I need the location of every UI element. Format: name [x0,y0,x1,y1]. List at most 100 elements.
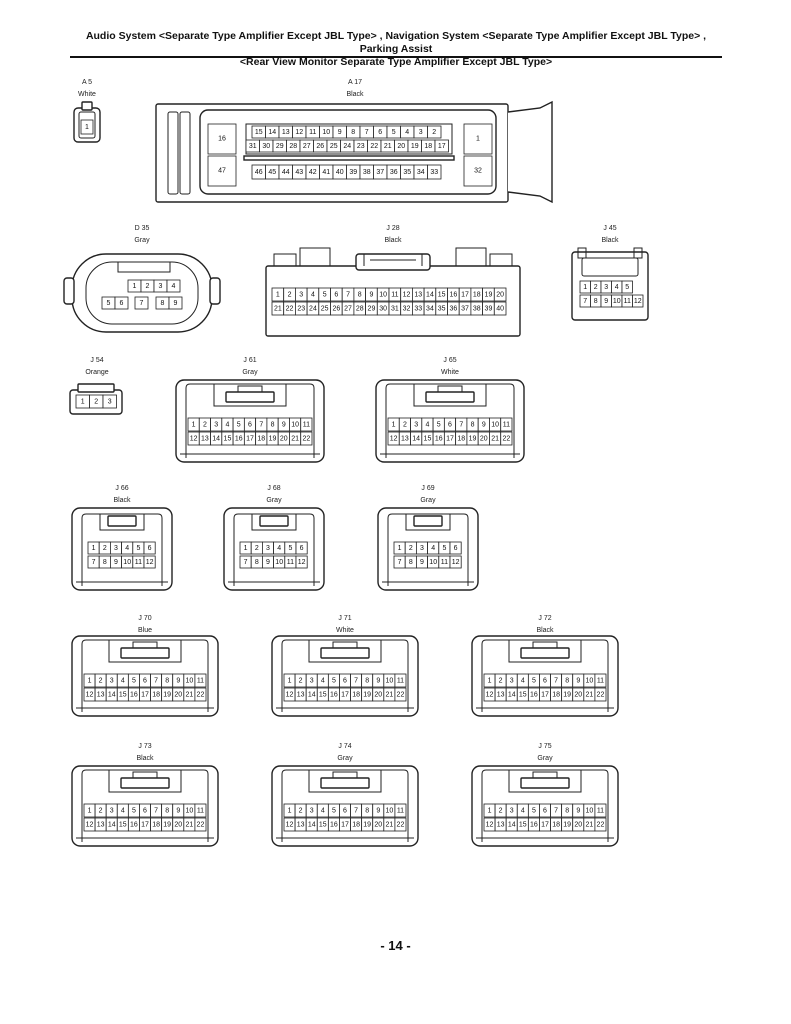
svg-text:15: 15 [255,129,263,136]
pin-20: 20 [394,139,409,153]
pin-18: 18 [550,817,563,832]
svg-text:16: 16 [449,292,457,299]
pin-18: 18 [350,687,363,702]
pin-3: 3 [105,803,118,818]
pin-5: 5 [318,287,331,302]
pin-4: 4 [116,803,129,818]
pin-13: 13 [411,287,425,302]
pin-15: 15 [421,431,434,446]
pin-21: 21 [183,687,196,702]
pin-13: 13 [294,817,307,832]
svg-text:8: 8 [103,559,107,566]
svg-text:12: 12 [390,436,398,443]
svg-text:11: 11 [303,422,310,429]
pin-10: 10 [273,555,286,569]
svg-text:6: 6 [143,678,147,685]
pin-1: 1 [75,394,90,409]
svg-text:18: 18 [152,692,160,699]
svg-text:1: 1 [398,545,402,552]
pin-4: 4 [121,541,134,555]
svg-text:13: 13 [414,292,422,299]
svg-text:47: 47 [218,168,226,175]
pin-30: 30 [376,301,390,316]
svg-text:13: 13 [201,436,209,443]
svg-text:37: 37 [376,169,384,176]
svg-text:1: 1 [288,808,292,815]
svg-text:11: 11 [503,422,510,429]
pin-5: 5 [101,296,116,310]
pin-18: 18 [550,687,563,702]
pin-14: 14 [105,817,118,832]
pin-26: 26 [313,139,328,153]
svg-text:8: 8 [565,808,569,815]
pin-37: 37 [458,301,472,316]
connector-color: Black [601,237,619,244]
pin-8: 8 [353,287,366,302]
connector-color: Gray [337,755,353,762]
pin-20: 20 [172,687,185,702]
svg-text:28: 28 [289,143,297,150]
pin-32: 32 [400,301,413,316]
svg-text:15: 15 [319,692,327,699]
svg-text:31: 31 [391,306,399,313]
svg-text:8: 8 [471,422,475,429]
pin-16: 16 [127,687,140,702]
pin-11: 11 [394,803,407,818]
pin-11: 11 [194,803,207,818]
svg-text:9: 9 [576,678,580,685]
svg-text:14: 14 [426,292,434,299]
svg-text:5: 5 [532,808,536,815]
svg-text:16: 16 [130,822,138,829]
pin-2: 2 [94,673,107,688]
pin-24: 24 [340,139,355,153]
pin-9: 9 [372,803,385,818]
pin-5: 5 [284,541,297,555]
pin-6: 6 [339,803,351,818]
pin-1: 1 [83,673,96,688]
svg-text:12: 12 [86,822,94,829]
pin-46: 46 [251,164,266,180]
svg-text:21: 21 [291,436,299,443]
svg-text:8: 8 [165,678,169,685]
svg-text:15: 15 [519,692,527,699]
pin-12: 12 [295,555,308,569]
pin-19: 19 [266,431,279,446]
svg-text:19: 19 [269,436,277,443]
svg-text:11: 11 [197,678,204,685]
pin-6: 6 [243,417,257,432]
svg-text:3: 3 [114,545,118,552]
svg-text:12: 12 [486,692,494,699]
svg-text:10: 10 [275,559,283,566]
svg-text:1: 1 [88,678,92,685]
connector-id: J 74 [338,743,351,750]
svg-text:2: 2 [432,129,436,136]
svg-text:8: 8 [565,678,569,685]
pin-12: 12 [143,555,156,569]
connector-color: Gray [537,755,553,762]
pin-8: 8 [161,803,174,818]
svg-text:1: 1 [88,808,92,815]
svg-text:12: 12 [146,559,154,566]
pin-21: 21 [383,687,396,702]
pin-1: 1 [579,280,591,294]
connector-id: J 68 [267,485,280,492]
svg-text:33: 33 [430,169,438,176]
svg-text:24: 24 [343,143,351,150]
pin-8: 8 [590,294,602,308]
svg-text:13: 13 [497,692,505,699]
svg-text:4: 4 [277,545,281,552]
svg-text:4: 4 [121,678,125,685]
connector-id: J 69 [421,485,434,492]
svg-text:20: 20 [574,822,582,829]
pin-2: 2 [89,394,104,409]
svg-text:11: 11 [624,298,631,305]
svg-text:7: 7 [554,808,558,815]
pin-6: 6 [295,541,308,555]
pin-7: 7 [87,555,100,569]
pin-17: 17 [139,687,151,702]
connector-id: J 61 [243,357,256,364]
svg-text:6: 6 [543,808,547,815]
pin-15: 15 [221,431,234,446]
